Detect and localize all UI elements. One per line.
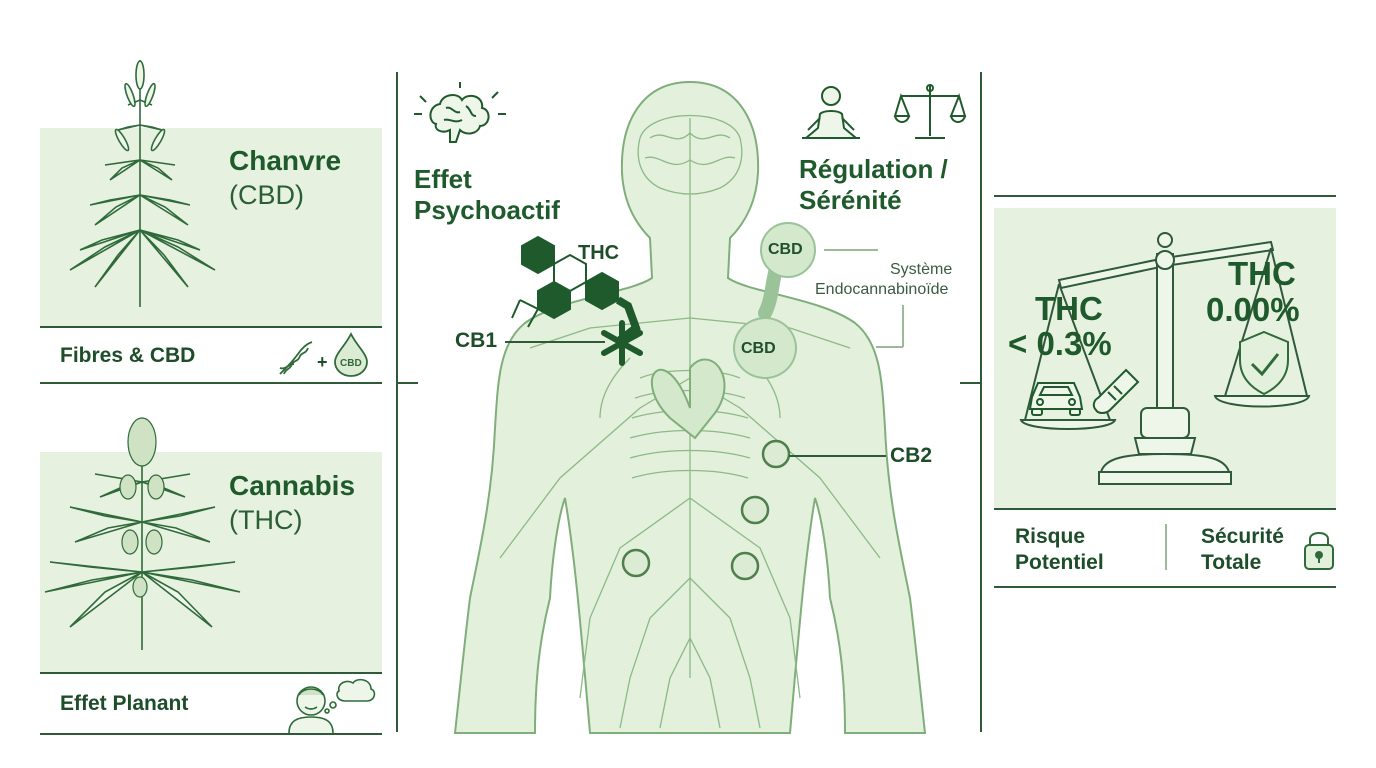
cannabis-footer: Effet Planant (60, 692, 189, 715)
regulation-line1: Régulation / (799, 154, 948, 184)
car-icon (1028, 382, 1084, 416)
cbd-bubble-top (760, 222, 816, 278)
risk-line2: Potentiel (1015, 551, 1104, 574)
hemp-bottom-line (40, 382, 382, 384)
padlock-icon (1304, 532, 1334, 570)
system-line2: Endocannabinoïde (815, 281, 949, 298)
right-separator-tick (960, 382, 982, 384)
rope-icon (279, 341, 313, 375)
thc-limit-line2: < 0.3% (1008, 325, 1112, 362)
system-leader-bottom (876, 346, 903, 348)
legal-scale-icon (1019, 232, 1311, 485)
cannabis-plant-icon (44, 417, 241, 650)
hemp-title: Chanvre (229, 145, 342, 176)
test-tube-icon (1092, 368, 1140, 414)
right-separator (980, 72, 982, 732)
cbd-drop-icon (334, 331, 368, 377)
cannabis-title: Cannabis (229, 470, 356, 501)
system-leader-top (824, 249, 878, 251)
hemp-footer: Fibres & CBD (60, 344, 196, 367)
thc-label: THC (578, 242, 620, 264)
cb2-label: CB2 (890, 444, 933, 467)
thc-zero-line2: 0.00% (1206, 291, 1300, 328)
meditating-person-icon (802, 86, 860, 139)
psychoactive-line1: Effet (414, 164, 472, 194)
cb2-leader (789, 455, 886, 457)
cbd-drop-label: CBD (340, 358, 362, 369)
hemp-divider (40, 326, 382, 328)
cbd-bubble-bottom-label: CBD (741, 340, 776, 357)
brain-icon (414, 82, 506, 143)
thc-limit-line1: THC (1035, 290, 1103, 327)
system-line1: Système (890, 261, 953, 278)
safety-line1: Sécurité (1201, 525, 1284, 548)
cb1-leader (505, 341, 605, 343)
thc-zero-line1: THC (1228, 255, 1296, 292)
left-separator (396, 72, 398, 732)
risk-line1: Risque (1015, 525, 1086, 548)
right-top-line (994, 195, 1336, 197)
plus-sign: + (317, 352, 328, 372)
hemp-subtitle: (CBD) (229, 180, 304, 210)
cannabis-bottom-line (40, 733, 382, 735)
legal-mid-line (994, 508, 1336, 510)
hemp-panel (40, 128, 382, 326)
heart-organ (650, 358, 726, 440)
thc-molecule-icon (511, 235, 643, 366)
right-bottom-line (994, 586, 1336, 588)
cbd-bubble-bottom (733, 317, 797, 379)
regulation-line2: Sérénité (799, 185, 902, 215)
psychoactive-line2: Psychoactif (414, 195, 560, 225)
shield-check-icon (1239, 330, 1289, 396)
hemp-plant-icon (69, 60, 216, 307)
cannabis-divider (40, 672, 382, 674)
system-leader-vertical (902, 305, 904, 347)
cannabis-subtitle: (THC) (229, 505, 303, 535)
dreaming-person-icon (288, 678, 376, 734)
cannabis-panel (40, 452, 382, 672)
left-separator-tick (396, 382, 418, 384)
balance-scale-icon (893, 84, 967, 139)
risk-safety-divider (1165, 524, 1167, 570)
cbd-bubble-top-label: CBD (768, 241, 803, 258)
safety-line2: Totale (1201, 551, 1262, 574)
cb1-label: CB1 (455, 329, 498, 352)
